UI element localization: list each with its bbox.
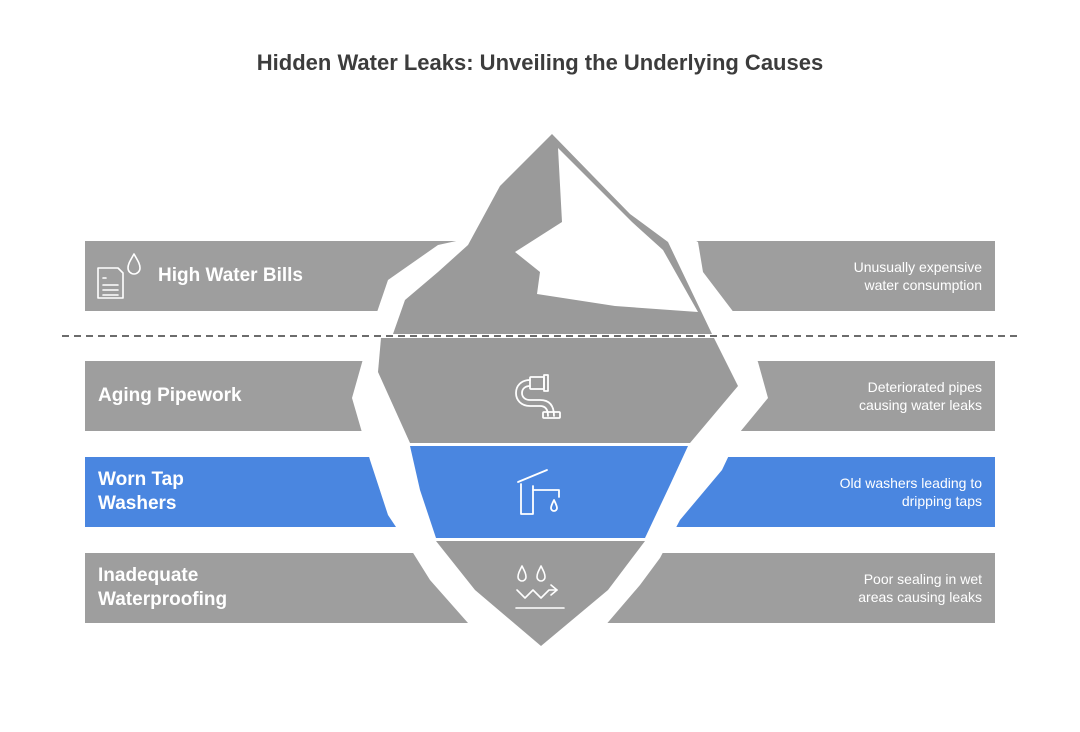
description-line: areas causing leaks — [858, 589, 982, 605]
layer-label-inadequate-waterproofing: Inadequate Waterproofing — [98, 564, 227, 612]
layer-label-line: Washers — [98, 493, 177, 514]
layer-description-worn-tap-washers: Old washers leading to dripping taps — [682, 474, 982, 510]
layer-description-aging-pipework: Deteriorated pipes causing water leaks — [682, 378, 982, 414]
iceberg-layer-pipework — [378, 338, 738, 443]
layer-label-line: Inadequate — [98, 565, 199, 586]
layer-label-line: Waterproofing — [98, 589, 228, 610]
description-line: causing water leaks — [859, 397, 982, 413]
iceberg-layer-waterproofing — [436, 541, 645, 646]
layer-label-high-water-bills: High Water Bills — [158, 265, 303, 286]
water-bill-icon — [97, 253, 141, 299]
pipe-icon — [515, 374, 561, 419]
iceberg-snow — [515, 148, 698, 312]
layer-description-inadequate-waterproofing: Poor sealing in wet areas causing leaks — [682, 570, 982, 606]
description-line: Unusually expensive — [853, 259, 982, 275]
description-line: Deteriorated pipes — [867, 379, 982, 395]
diagram-title: Hidden Water Leaks: Unveiling the Underl… — [256, 50, 824, 75]
layer-label-worn-tap-washers: Worn Tap Washers — [98, 468, 184, 516]
layer-label-aging-pipework: Aging Pipework — [98, 385, 242, 406]
layer-description-high-water-bills: Unusually expensive water consumption — [682, 258, 982, 294]
waterproofing-icon — [515, 565, 565, 609]
tap-icon — [517, 469, 560, 515]
description-line: Old washers leading to — [839, 475, 982, 491]
iceberg-layer-washers — [410, 446, 688, 538]
description-line: dripping taps — [901, 493, 982, 509]
layer-label-line: Worn Tap — [98, 469, 184, 490]
description-line: water consumption — [864, 277, 982, 293]
description-line: Poor sealing in wet — [863, 571, 982, 587]
